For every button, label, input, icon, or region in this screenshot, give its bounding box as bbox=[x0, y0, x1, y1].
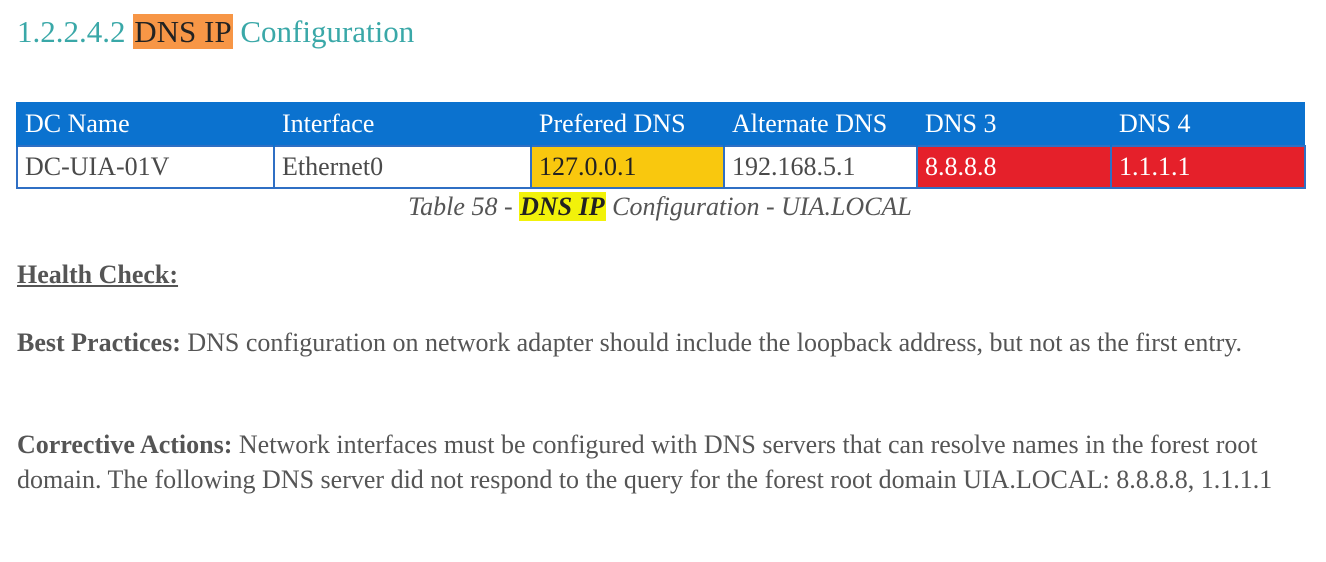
table-row: DC-UIA-01V Ethernet0 127.0.0.1 192.168.5… bbox=[16, 145, 1306, 189]
section-number: 1.2.2.4.2 bbox=[17, 14, 126, 49]
best-practices-paragraph: Best Practices: DNS configuration on net… bbox=[17, 325, 1307, 360]
cell-dns3: 8.8.8.8 bbox=[916, 145, 1112, 189]
best-practices-label: Best Practices: bbox=[17, 328, 181, 357]
section-title: Configuration bbox=[240, 14, 415, 49]
search-highlight: DNS IP bbox=[133, 14, 233, 49]
cell-preferred-dns: 127.0.0.1 bbox=[530, 145, 725, 189]
caption-search-highlight: DNS IP bbox=[519, 192, 606, 221]
cell-alternate-dns: 192.168.5.1 bbox=[723, 145, 918, 189]
dns-config-table: DC Name Interface Prefered DNS Alternate… bbox=[16, 102, 1306, 189]
cell-dc-name: DC-UIA-01V bbox=[16, 145, 275, 189]
section-heading: 1.2.2.4.2 DNS IP Configuration bbox=[17, 12, 414, 52]
corrective-actions-text: Network interfaces must be configured wi… bbox=[17, 430, 1273, 494]
caption-prefix: Table 58 - bbox=[408, 192, 520, 221]
corrective-actions-paragraph: Corrective Actions: Network interfaces m… bbox=[17, 427, 1307, 497]
health-check-heading: Health Check: bbox=[17, 260, 179, 289]
table-header-row: DC Name Interface Prefered DNS Alternate… bbox=[16, 102, 1305, 146]
column-header-interface: Interface bbox=[273, 102, 531, 146]
column-header-alternate-dns: Alternate DNS bbox=[723, 102, 917, 146]
cell-dns4: 1.1.1.1 bbox=[1110, 145, 1306, 189]
table-caption: Table 58 - DNS IP Configuration - UIA.LO… bbox=[0, 190, 1320, 224]
best-practices-text: DNS configuration on network adapter sho… bbox=[180, 328, 1243, 357]
column-header-preferred-dns: Prefered DNS bbox=[530, 102, 724, 146]
cell-interface: Ethernet0 bbox=[273, 145, 532, 189]
column-header-dns3: DNS 3 bbox=[916, 102, 1111, 146]
column-header-dns4: DNS 4 bbox=[1110, 102, 1305, 146]
column-header-dc-name: DC Name bbox=[16, 102, 274, 146]
corrective-actions-label: Corrective Actions: bbox=[17, 430, 233, 459]
caption-suffix: Configuration - UIA.LOCAL bbox=[605, 192, 912, 221]
